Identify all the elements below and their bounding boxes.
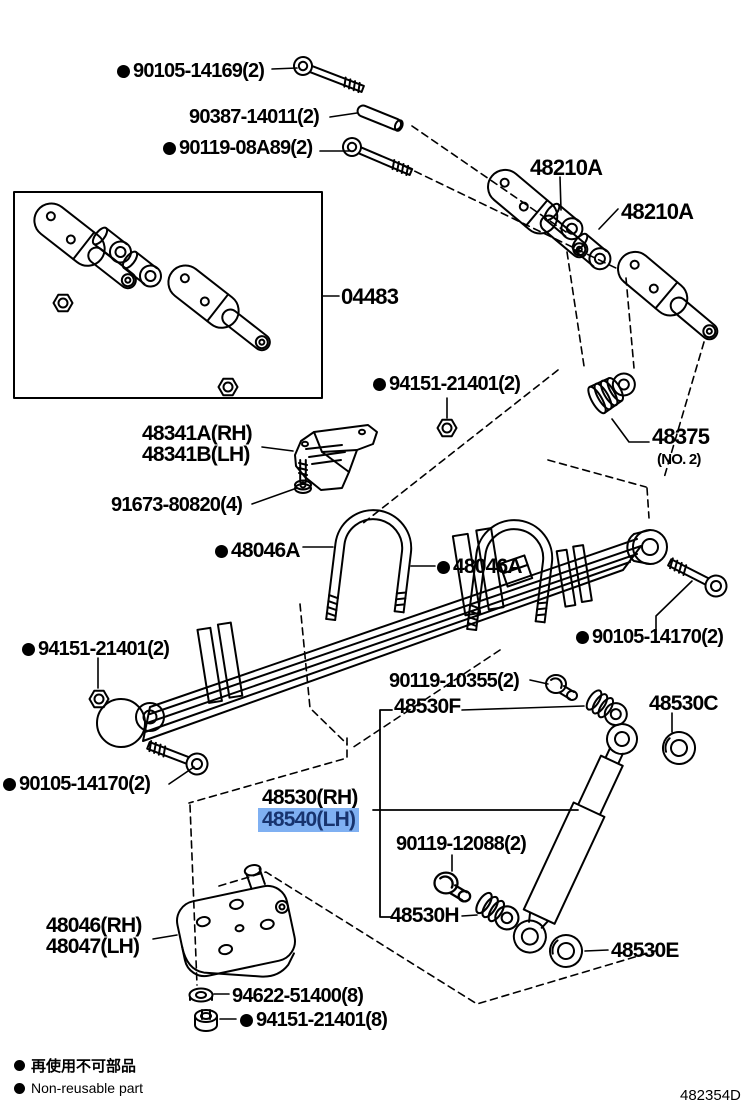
non-reusable-bullet-icon [240, 1014, 253, 1027]
part-number-text: 90105-14169(2) [133, 60, 265, 82]
part-label-90105-14170-R: 90105-14170(2) [576, 626, 724, 648]
part-number-text: 48530(RH) [262, 786, 358, 809]
part-number-text: (NO. 2) [657, 451, 701, 468]
part-label-04483: 04483 [341, 284, 399, 309]
part-number-text: 48540(LH) [262, 808, 356, 831]
part-number-text: 94151-21401(2) [389, 373, 521, 395]
part-label-90105-14170-L: 90105-14170(2) [3, 773, 151, 795]
non-reusable-bullet-icon [576, 631, 589, 644]
part-label-48046A-left: 48046A [215, 539, 301, 562]
part-number-text: 48210A [530, 155, 603, 180]
part-label-94151-21401-2b: 94151-21401(2) [22, 638, 170, 660]
part-number-text: 90105-14170(2) [592, 626, 724, 648]
top-bolts-drawing [290, 53, 416, 182]
part-number-text: 48341B(LH) [142, 443, 250, 466]
part-number-text: 94151-21401(2) [38, 638, 170, 660]
legend-jp-text: 再使用不可部品 [31, 1058, 137, 1075]
non-reusable-bullet-icon [437, 560, 450, 574]
part-number-text: 90119-10355(2) [389, 670, 520, 692]
non-reusable-bullet-icon [3, 778, 16, 791]
part-number-text: 90105-14170(2) [19, 773, 151, 795]
part-label-48341A-RH: 48341A(RH) [142, 422, 253, 445]
part-label-48530E: 48530E [611, 939, 679, 962]
part-label-94151-21401-8: 94151-21401(8) [240, 1009, 388, 1031]
part-label-48530C: 48530C [649, 692, 719, 715]
part-label-48540-LH: 48540(LH) [258, 808, 360, 833]
non-reusable-bullet-icon [14, 1082, 25, 1094]
leaf-spring-drawing [96, 527, 668, 748]
part-label-48046A-right: 48046A [437, 555, 523, 578]
non-reusable-bullet-icon [215, 544, 228, 558]
non-reusable-bullet-icon [163, 142, 176, 155]
part-number-text: 90387-14011(2) [189, 106, 320, 128]
part-number-text: 94151-21401(8) [256, 1009, 388, 1031]
bump-stop-drawing [587, 372, 636, 415]
non-reusable-bullet-icon [22, 643, 35, 656]
part-number-text: 48530H [390, 904, 460, 927]
part-label-48375-no2: (NO. 2) [657, 452, 701, 468]
part-label-48530F: 48530F [394, 695, 461, 718]
part-number-text: 48375 [652, 424, 710, 449]
part-label-90119-12088: 90119-12088(2) [396, 833, 527, 855]
part-label-48046-RH: 48046(RH) [46, 914, 142, 937]
part-label-48210A-1: 48210A [530, 155, 603, 180]
dashed-guides [188, 125, 705, 1005]
part-label-90119-10355: 90119-10355(2) [389, 670, 520, 692]
part-number-text: 48046A [231, 539, 301, 562]
part-number-text: 48341A(RH) [142, 422, 253, 445]
part-label-48341B-LH: 48341B(LH) [142, 443, 250, 466]
part-number-text: 48047(LH) [46, 935, 140, 958]
part-label-94622-51400: 94622-51400(8) [232, 985, 364, 1007]
leader-lines [97, 67, 693, 1020]
bracket-lines [372, 709, 579, 918]
shock-absorber-drawing [472, 687, 700, 973]
part-number-text: 91673-80820(4) [111, 494, 243, 516]
part-label-48210A-2: 48210A [621, 199, 694, 224]
nuts-washers-drawing [88, 418, 578, 1032]
part-number-text: 90119-08A89(2) [179, 137, 313, 159]
part-number-text: 48046(RH) [46, 914, 142, 937]
part-number-text: 48530C [649, 692, 719, 715]
non-reusable-bullet-icon [14, 1060, 25, 1071]
part-label-91673-80820: 91673-80820(4) [111, 494, 243, 516]
part-label-48530H: 48530H [390, 904, 460, 927]
legend: 再使用不可部品 Non-reusable part [14, 1055, 143, 1096]
part-number-text: 48046A [453, 555, 523, 578]
legend-row-jp: 再使用不可部品 [14, 1055, 143, 1076]
part-number-text: 90119-12088(2) [396, 833, 527, 855]
part-label-94151-21401-2a: 94151-21401(2) [373, 373, 521, 395]
part-number-text: 48530E [611, 939, 679, 962]
part-label-48530-RH: 48530(RH) [262, 786, 358, 809]
part-label-90105-14169: 90105-14169(2) [117, 60, 265, 82]
part-label-90119-08A89: 90119-08A89(2) [163, 137, 313, 159]
part-number-text: 48530F [394, 695, 461, 718]
legend-row-en: Non-reusable part [14, 1080, 143, 1096]
part-number-text: 48210A [621, 199, 694, 224]
part-number-text: 04483 [341, 284, 399, 309]
part-label-48047-LH: 48047(LH) [46, 935, 140, 958]
legend-en-text: Non-reusable part [31, 1080, 144, 1096]
doc-code: 482354D [680, 1087, 741, 1104]
shackle-kit-box-drawing [13, 191, 323, 399]
non-reusable-bullet-icon [117, 65, 130, 78]
part-label-90387-14011: 90387-14011(2) [189, 106, 320, 128]
non-reusable-bullet-icon [373, 378, 386, 391]
part-number-text: 94622-51400(8) [232, 985, 364, 1007]
part-label-48375: 48375 [652, 424, 710, 449]
